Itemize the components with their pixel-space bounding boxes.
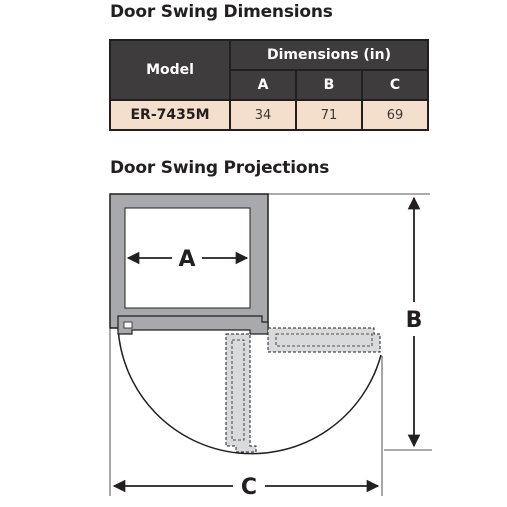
column-header-c: C [361,69,429,101]
dimension-c-indicator: C [109,328,383,500]
column-header-b: B [295,69,363,101]
dimension-a-cell: 34 [229,99,297,131]
table-row: ER-7435M 34 71 69 [109,99,429,131]
cabinet-outline [109,193,269,329]
dimensions-group-header: Dimensions (in) [229,39,429,71]
dimension-a-label: A [178,247,195,272]
closed-door [117,315,269,335]
dimension-c-cell: 69 [361,99,429,131]
dimension-c-label: C [241,475,257,500]
model-cell: ER-7435M [109,99,231,131]
column-header-a: A [229,69,297,101]
door-swing-arc [117,327,382,455]
door-open-90 [225,333,257,453]
model-column-header: Model [109,39,231,101]
dimension-b-label: B [406,308,423,333]
dimension-b-cell: 71 [295,99,363,131]
swing-dimensions-heading: Door Swing Dimensions [110,2,333,22]
dimensions-table: Model Dimensions (in) A B C ER-7435M 34 … [109,39,429,131]
dimension-b-indicator: B [268,193,432,451]
door-open-full [267,327,381,353]
swing-projections-heading: Door Swing Projections [110,158,330,178]
dimension-a-indicator: A [126,247,249,272]
